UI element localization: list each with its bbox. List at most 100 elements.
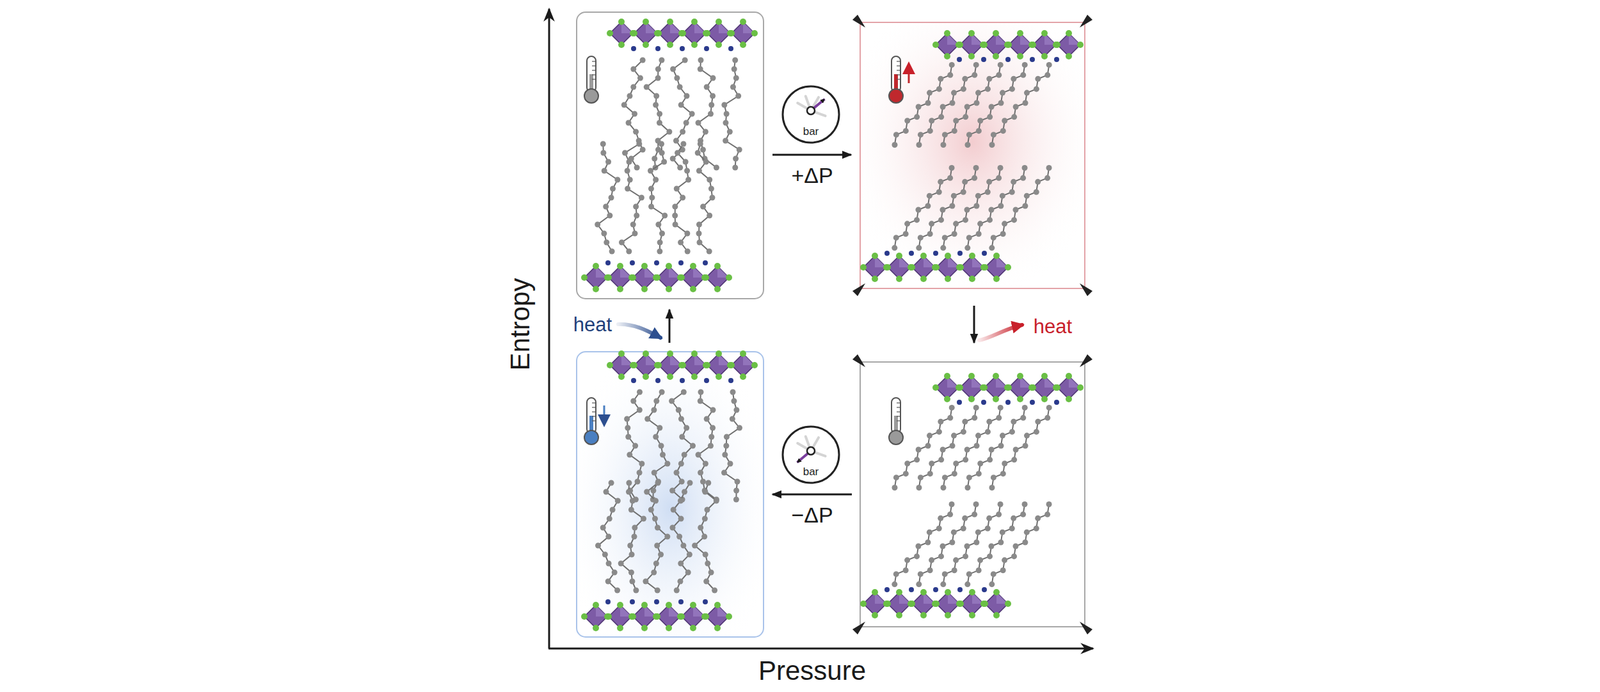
nitrogen-atom <box>704 46 710 52</box>
carbon-atom <box>940 245 946 251</box>
panel-frame <box>576 352 764 638</box>
carbon-atom <box>1033 429 1040 436</box>
carbon-atom <box>986 76 992 82</box>
halide-atom <box>689 286 697 293</box>
carbon-atom <box>664 461 671 468</box>
carbon-atom <box>915 544 921 550</box>
carbon-atom <box>988 544 994 550</box>
halide-atom <box>618 18 625 25</box>
nitrogen-atom <box>605 599 611 605</box>
carbon-atom <box>947 415 953 422</box>
halide-atom <box>993 252 1000 260</box>
alkyl-chain <box>992 504 1049 585</box>
carbon-atom <box>622 150 628 157</box>
octahedron <box>960 256 984 280</box>
carbon-atom <box>732 165 738 171</box>
alkyl-chain <box>919 504 976 585</box>
nitrogen-atom <box>728 46 734 52</box>
carbon-atom <box>626 159 633 166</box>
octahedron <box>887 256 911 280</box>
halide-atom <box>679 362 687 369</box>
halide-atom <box>956 41 964 48</box>
thermometer-tick <box>896 402 901 404</box>
carbon-atom <box>727 129 733 136</box>
process-arrow <box>772 154 852 157</box>
carbon-atom <box>691 543 698 550</box>
carbon-atom <box>680 389 687 396</box>
carbon-atom <box>917 131 924 138</box>
carbon-atom <box>1012 207 1019 214</box>
carbon-atom <box>627 543 633 550</box>
carbon-atom <box>891 142 898 148</box>
carbon-atom <box>973 203 980 210</box>
carbon-atom <box>654 588 661 594</box>
carbon-atom <box>709 425 716 432</box>
carbon-atom <box>1044 512 1051 518</box>
carbon-atom <box>1046 62 1053 68</box>
carbon-atom <box>1024 433 1030 440</box>
carbon-atom <box>1010 515 1017 522</box>
carbon-atom <box>949 62 955 68</box>
thermometer <box>586 398 596 434</box>
carbon-atom <box>949 405 955 411</box>
nitrogen-atom <box>1029 400 1035 406</box>
carbon-atom <box>697 66 704 73</box>
carbon-atom <box>625 434 632 441</box>
halide-atom <box>641 625 648 632</box>
carbon-atom <box>648 204 655 210</box>
carbon-atom <box>977 117 984 124</box>
carbon-atom <box>1022 540 1028 546</box>
thermometer-tick <box>592 69 596 71</box>
carbon-atom <box>657 240 664 246</box>
carbon-atom <box>697 141 704 148</box>
halide-atom <box>665 602 672 609</box>
carbon-atom <box>657 552 664 559</box>
pressure-clamp <box>852 14 866 28</box>
halide-atom <box>957 264 964 271</box>
carbon-atom <box>673 75 680 82</box>
pressure-clamp <box>1079 283 1093 297</box>
carbon-atom <box>609 186 616 192</box>
carbon-atom <box>638 461 645 468</box>
carbon-atom <box>976 128 982 134</box>
carbon-atom <box>736 425 743 432</box>
carbon-atom <box>702 552 709 559</box>
halide-atom <box>956 384 964 392</box>
carbon-atom <box>638 195 645 201</box>
carbon-atom <box>679 434 685 441</box>
carbon-atom <box>636 389 643 396</box>
nitrogen-atom <box>728 378 734 384</box>
halide-atom <box>1065 30 1072 37</box>
halide-atom <box>689 602 697 609</box>
carbon-atom <box>936 189 943 196</box>
carbon-atom <box>961 76 968 82</box>
carbon-atom <box>629 579 635 585</box>
carbon-atom <box>971 415 978 422</box>
carbon-atom <box>975 529 982 536</box>
nitrogen-atom <box>679 46 685 52</box>
carbon-atom <box>937 179 944 185</box>
thermometer-bulb <box>584 430 599 445</box>
octahedron <box>681 605 705 629</box>
halide-atom <box>702 274 710 281</box>
carbon-atom <box>626 452 633 459</box>
carbon-atom <box>917 474 924 481</box>
alkyl-chain <box>698 392 717 500</box>
carbon-atom <box>977 557 984 564</box>
carbon-atom <box>951 529 957 536</box>
carbon-atom <box>1010 419 1017 425</box>
carbon-atom <box>951 471 958 477</box>
carbon-atom <box>904 460 911 467</box>
carbon-atom <box>928 460 935 467</box>
octahedron <box>584 605 608 629</box>
octahedron <box>936 592 960 616</box>
carbon-atom <box>672 204 678 210</box>
carbon-atom <box>942 131 948 138</box>
halide-atom <box>642 350 649 358</box>
carbon-atom <box>1010 76 1017 82</box>
carbon-atom <box>951 231 958 237</box>
carbon-atom <box>971 512 978 518</box>
carbon-atom <box>709 93 716 100</box>
carbon-atom <box>913 216 920 223</box>
carbon-atom <box>679 479 685 486</box>
